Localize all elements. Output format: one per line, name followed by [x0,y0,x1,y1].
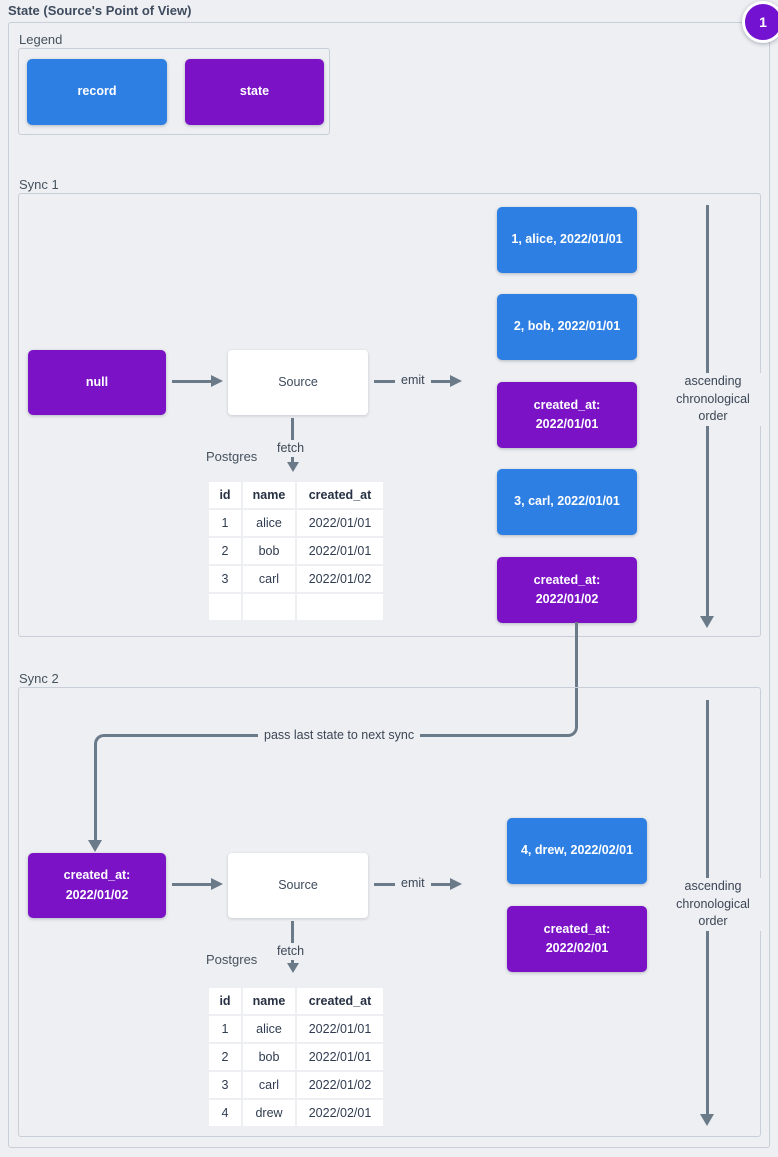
sync2-fetch-arrowhead-icon [287,963,299,973]
cell [209,594,241,620]
sync2-fetch-label: fetch [271,943,311,960]
sync1-emit-label: emit [395,372,431,389]
connector-line-down-from-state [575,622,578,726]
sync1-db-label: Postgres [206,449,258,464]
sync1-record-2: 2, bob, 2022/01/01 [497,294,637,360]
cell: alice [243,1016,295,1042]
cell: 2022/02/01 [297,1100,383,1126]
sync1-input-state-node: null [28,350,166,415]
cell: 2022/01/01 [297,1044,383,1070]
sync2-input-arrowhead-icon [211,878,223,890]
table-row: 1 alice 2022/01/01 [209,510,383,536]
sync2-source-node: Source [228,853,368,918]
cell: 1 [209,1016,241,1042]
sync1-order-label: ascending chronological order [659,373,767,426]
table-row: 4 drew 2022/02/01 [209,1100,383,1126]
sync2-title: Sync 2 [19,671,59,686]
table-row-empty [209,594,383,620]
legend-frame [18,48,330,135]
col-header-created-at: created_at [297,482,383,508]
sync1-title: Sync 1 [19,177,59,192]
table-header-row: id name created_at [209,482,383,508]
cell: 2022/01/02 [297,566,383,592]
cell: 3 [209,566,241,592]
connector-line-down-to-state [94,745,97,841]
cell: carl [243,1072,295,1098]
sync2-order-arrowhead-icon [700,1114,714,1126]
cell: drew [243,1100,295,1126]
connector-corner-right [567,726,578,737]
legend-record-swatch: record [27,59,167,125]
table-row: 1 alice 2022/01/01 [209,1016,383,1042]
sync1-state-1: created_at: 2022/01/01 [497,382,637,448]
sync2-emit-label: emit [395,875,431,892]
cell: 2 [209,538,241,564]
sync1-postgres-table: id name created_at 1 alice 2022/01/01 2 … [207,480,385,622]
cell: 2 [209,1044,241,1070]
col-header-name: name [243,988,295,1014]
sync1-fetch-arrowhead-icon [287,462,299,472]
sync2-emit-arrowhead-icon [450,878,462,890]
cell: 2022/01/01 [297,1016,383,1042]
sync1-fetch-label: fetch [271,440,311,457]
table-row: 2 bob 2022/01/01 [209,538,383,564]
page-title: State (Source's Point of View) [8,3,192,18]
outer-frame [8,22,770,1148]
cell: 2022/01/01 [297,510,383,536]
col-header-id: id [209,482,241,508]
connector-corner-left [94,734,105,745]
sync2-db-label: Postgres [206,952,258,967]
sync1-state-2: created_at: 2022/01/02 [497,557,637,623]
cell: 1 [209,510,241,536]
sync1-source-node: Source [228,350,368,415]
cell: bob [243,1044,295,1070]
cell [297,594,383,620]
sync2-record-1: 4, drew, 2022/02/01 [507,818,647,884]
cell: bob [243,538,295,564]
table-row: 2 bob 2022/01/01 [209,1044,383,1070]
sync1-record-3: 3, carl, 2022/01/01 [497,469,637,535]
table-row: 3 carl 2022/01/02 [209,1072,383,1098]
sync2-input-state-node: created_at: 2022/01/02 [28,853,166,918]
table-header-row: id name created_at [209,988,383,1014]
sync1-emit-arrowhead-icon [450,375,462,387]
table-row: 3 carl 2022/01/02 [209,566,383,592]
sync2-input-arrow-line [172,883,212,886]
sync1-record-1: 1, alice, 2022/01/01 [497,207,637,273]
sync1-input-arrow-line [172,380,212,383]
legend-title: Legend [19,32,63,47]
connector-label: pass last state to next sync [258,727,421,744]
col-header-name: name [243,482,295,508]
sync1-frame [18,193,761,637]
cell: 2022/01/01 [297,538,383,564]
col-header-created-at: created_at [297,988,383,1014]
cell [243,594,295,620]
col-header-id: id [209,988,241,1014]
sync1-input-arrowhead-icon [211,375,223,387]
sync1-order-arrowhead-icon [700,616,714,628]
cell: 2022/01/02 [297,1072,383,1098]
cell: 4 [209,1100,241,1126]
connector-arrowhead-icon [88,840,102,852]
sync2-postgres-table: id name created_at 1 alice 2022/01/01 2 … [207,986,385,1128]
sync2-order-label: ascending chronological order [659,878,767,931]
legend-state-swatch: state [185,59,324,125]
sync2-state-1: created_at: 2022/02/01 [507,906,647,972]
cell: 3 [209,1072,241,1098]
cell: carl [243,566,295,592]
annotation-badge-1: 1 [742,1,778,43]
cell: alice [243,510,295,536]
